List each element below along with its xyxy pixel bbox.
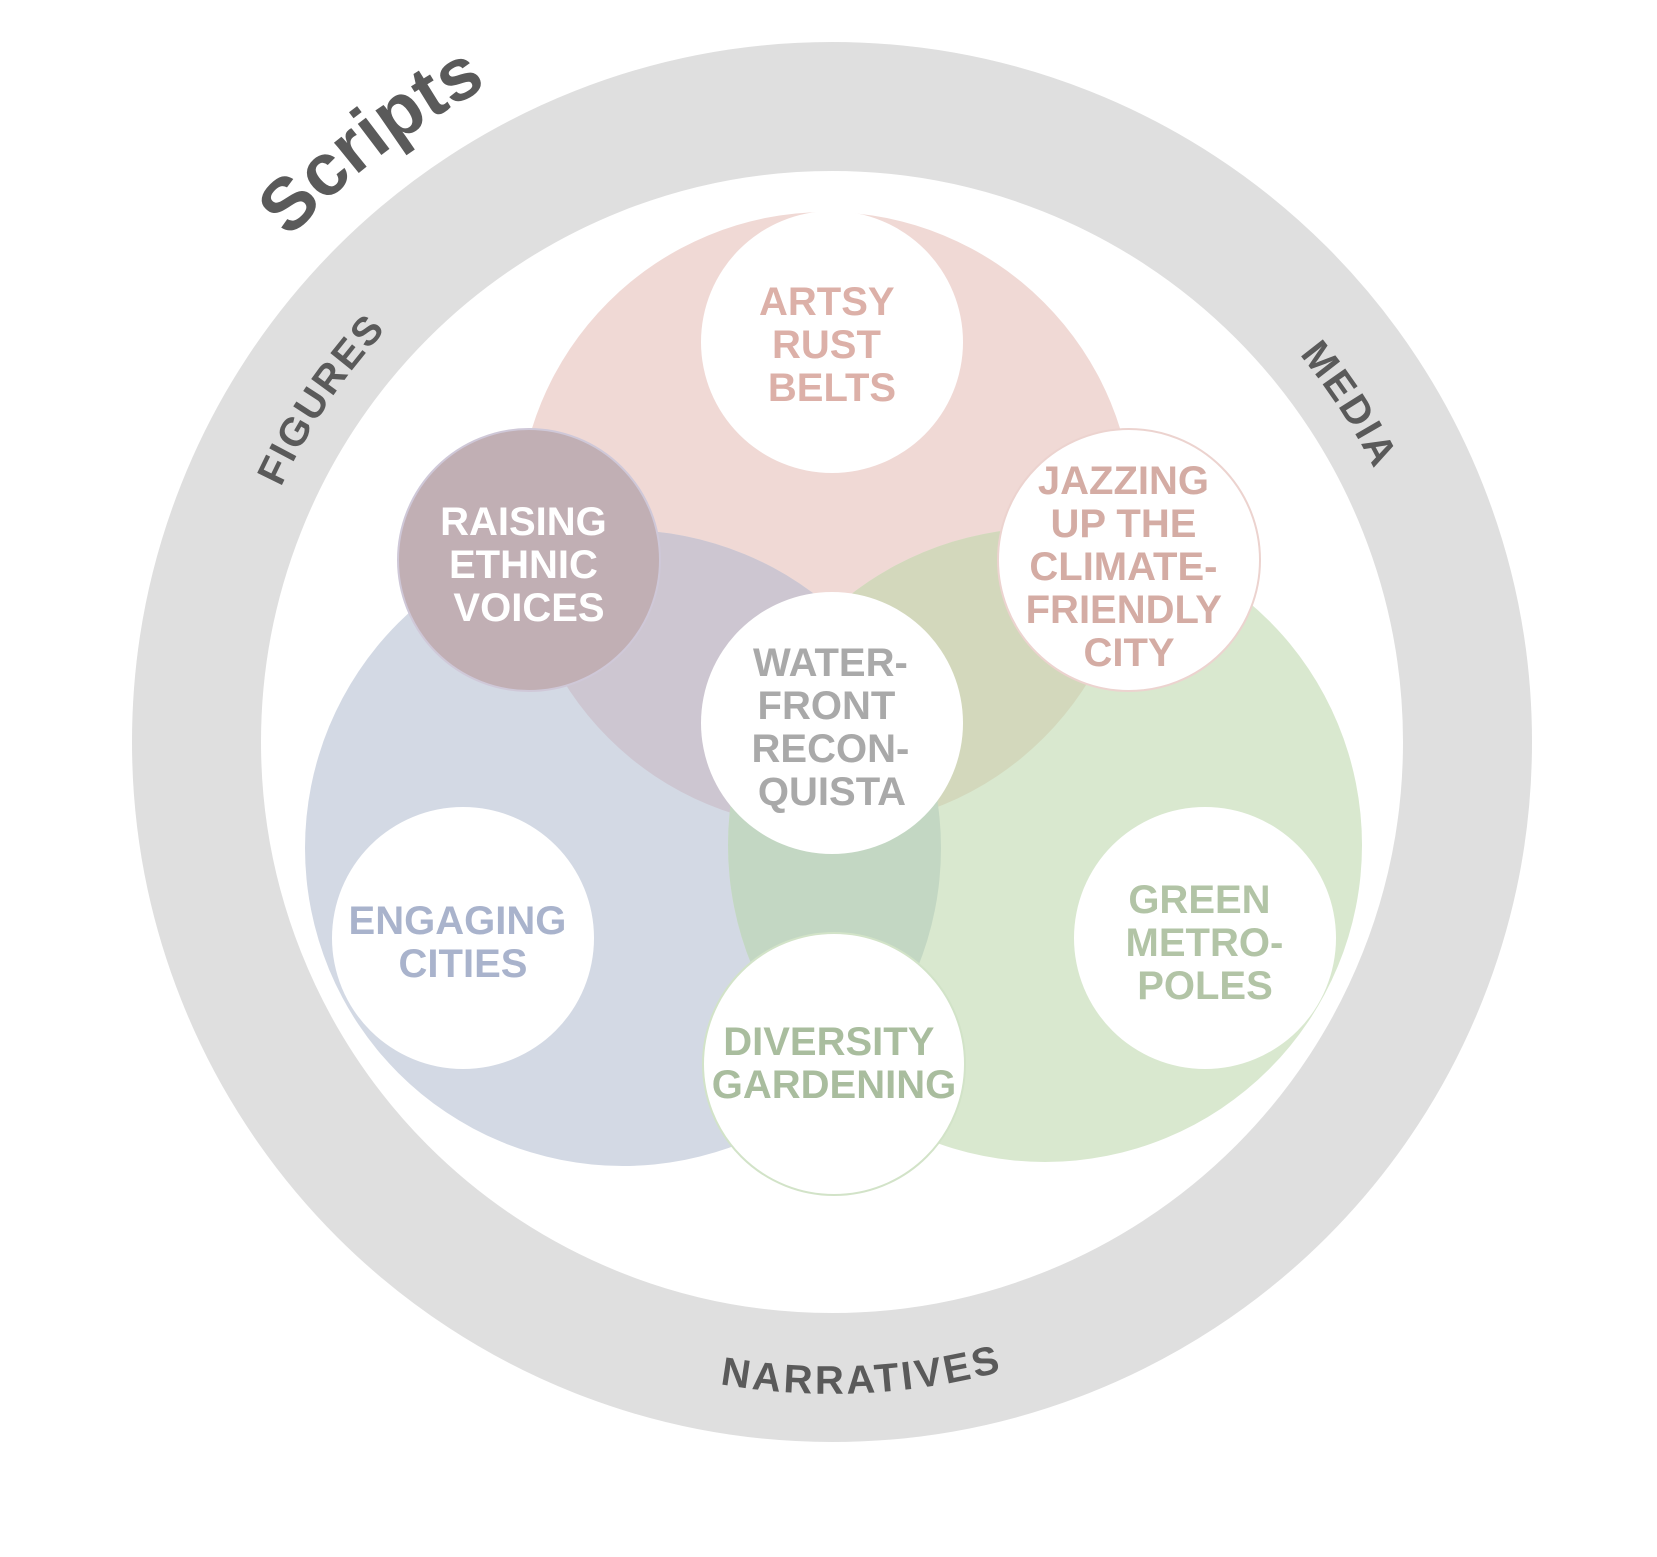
node-label-line: ENGAGING: [349, 899, 567, 943]
svg-text:JAZZING UP THE CLI: JAZZING UP THE CLIMATE- FRIENDLY CITY: [1026, 459, 1233, 675]
node-label-line: GREEN: [1128, 878, 1270, 922]
node-label-line: CITY: [1083, 631, 1174, 675]
node-label-line: RECON-: [752, 727, 910, 771]
node-label-line: GARDENING: [712, 1063, 956, 1107]
node-label-line: UP THE: [1050, 502, 1196, 546]
node-raising[interactable]: RAISING ETHNIC VOICES: [397, 428, 661, 692]
node-artsy[interactable]: ARTSY RUST BELTS: [701, 211, 963, 473]
node-label-line: FRONT: [758, 684, 896, 728]
node-label-line: VOICES: [453, 586, 604, 630]
svg-text:ENGAGING CITIES: ENGAGING CITIES: [349, 899, 578, 986]
node-label-line: METRO-: [1126, 921, 1284, 965]
node-label-line: WATER-: [753, 641, 908, 685]
node-engaging[interactable]: ENGAGING CITIES: [332, 807, 594, 1069]
node-label-line: CLIMATE-: [1029, 545, 1217, 589]
node-label-line: RUST: [772, 323, 881, 367]
svg-text:GREEN METRO- POLES: GREEN METRO- POLES: [1126, 878, 1295, 1008]
node-waterfront[interactable]: WATER- FRONT RECON- QUISTA: [701, 592, 963, 854]
node-diversity[interactable]: DIVERSITY GARDENING: [702, 932, 966, 1196]
node-label-line: RAISING: [440, 500, 607, 544]
node-label-line: ARTSY: [759, 280, 895, 324]
svg-text:WATER- FRONT RECON: WATER- FRONT RECON- QUISTA: [752, 641, 921, 814]
node-green-metropoles[interactable]: GREEN METRO- POLES: [1074, 807, 1336, 1069]
node-jazzing[interactable]: JAZZING UP THE CLIMATE- FRIENDLY CITY: [997, 428, 1261, 692]
node-label-line: QUISTA: [758, 770, 906, 814]
node-label-line: POLES: [1137, 964, 1273, 1008]
outer-ring: [132, 42, 1532, 1442]
svg-text:RAISING ETHNIC VOI: RAISING ETHNIC VOICES: [440, 500, 618, 630]
node-label-line: ETHNIC: [449, 543, 598, 587]
svg-text:ARTSY RUST BELTS: ARTSY RUST BELTS: [759, 280, 905, 410]
node-label-line: DIVERSITY: [723, 1020, 934, 1064]
node-label-line: BELTS: [768, 366, 896, 410]
node-label-line: JAZZING: [1038, 459, 1209, 503]
svg-text:DIVERSITY GARDENING: DIVERSITY GARDENING: [712, 1020, 956, 1107]
node-label-line: CITIES: [399, 942, 528, 986]
node-label-line: FRIENDLY: [1026, 588, 1223, 632]
